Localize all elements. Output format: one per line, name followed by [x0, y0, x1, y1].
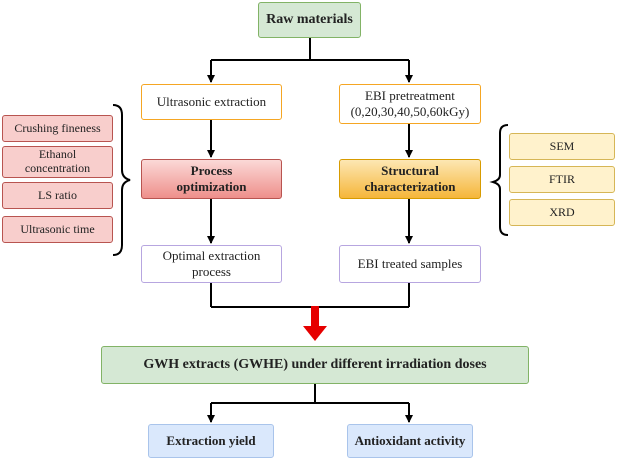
technique-sem: SEM [509, 133, 615, 160]
ultrasonic-extraction-node: Ultrasonic extraction [141, 84, 282, 120]
process-optimization-node: Process optimization [141, 159, 282, 199]
factor-ls-ratio: LS ratio [2, 182, 113, 209]
technique-xrd: XRD [509, 199, 615, 226]
ebi-pretreatment-node: EBI pretreatment (0,20,30,40,50,60kGy) [339, 84, 481, 124]
technique-ftir: FTIR [509, 166, 615, 193]
factor-crushing-fineness: Crushing fineness [2, 115, 113, 142]
right-curly-brace [489, 124, 509, 236]
factor-ethanol-concentration: Ethanol concentration [2, 146, 113, 178]
structural-characterization-node: Structural characterization [339, 159, 481, 199]
factor-ultrasonic-time: Ultrasonic time [2, 216, 113, 243]
left-curly-brace [112, 104, 131, 256]
antioxidant-activity-node: Antioxidant activity [347, 424, 473, 458]
gwh-extracts-node: GWH extracts (GWHE) under different irra… [101, 346, 529, 384]
extraction-yield-node: Extraction yield [148, 424, 274, 458]
optimal-extraction-process-node: Optimal extraction process [141, 245, 282, 283]
raw-materials-node: Raw materials [258, 2, 361, 38]
red-down-arrow [303, 306, 327, 341]
ebi-treated-samples-node: EBI treated samples [339, 245, 481, 283]
